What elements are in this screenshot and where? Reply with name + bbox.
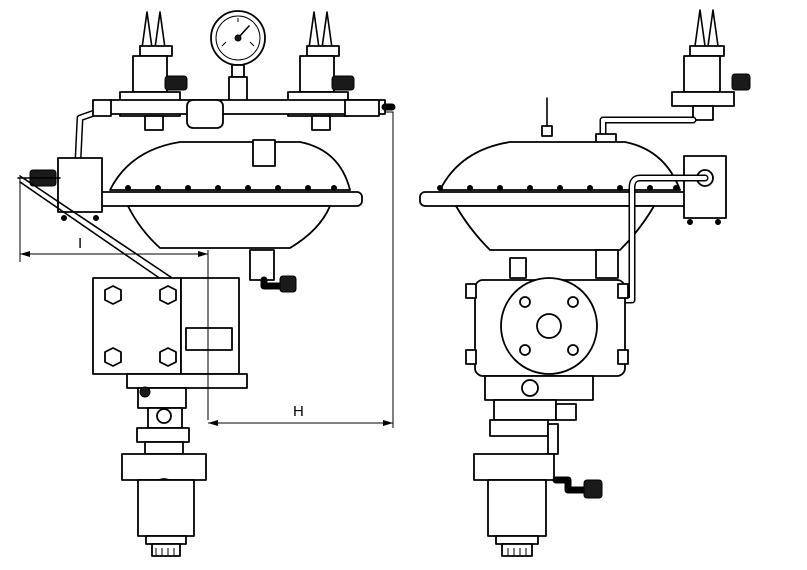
dimension-h: H: [208, 111, 394, 428]
side-pilot-box: [616, 155, 727, 304]
flange-bolts: [125, 185, 337, 191]
side-lower-body: [473, 399, 603, 557]
side-pilot-box: [17, 157, 103, 221]
side-view: [419, 9, 751, 557]
pressure-gauge: [210, 10, 266, 108]
dimension-i: I: [19, 178, 209, 420]
side-diaphragm-housing: [419, 141, 693, 251]
front-view: I H: [17, 10, 396, 557]
diaphragm-housing: [91, 139, 363, 249]
side-pilot-spring-housing: [671, 9, 751, 121]
top-manifold: [74, 99, 396, 164]
side-valve-body: [465, 249, 629, 401]
valve-body: [92, 249, 297, 389]
lower-body: [121, 386, 207, 557]
side-flange-bolts: [437, 185, 679, 191]
dimension-i-label: I: [78, 235, 82, 252]
dimension-h-label: H: [293, 403, 304, 420]
